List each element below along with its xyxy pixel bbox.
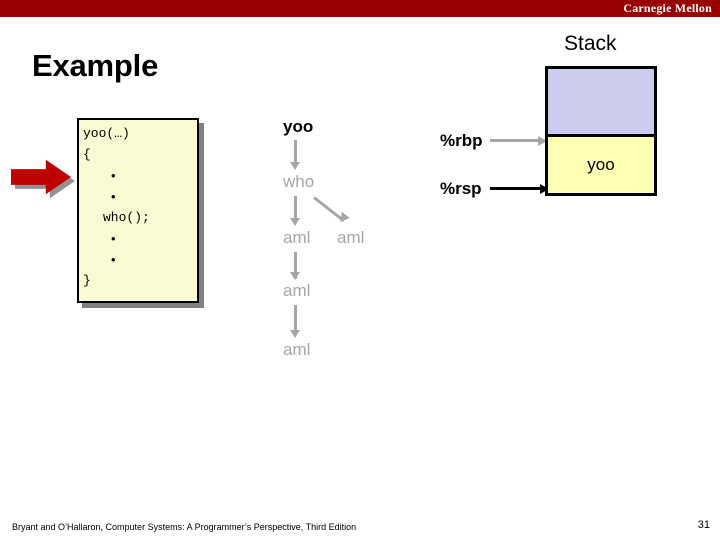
call-tree-node-aml-3: aml: [283, 340, 311, 359]
code-box: yoo(…) { who(); }: [77, 118, 199, 303]
code-bullet: [83, 228, 197, 249]
call-arrow-head-icon: [290, 218, 300, 226]
code-line: {: [83, 147, 91, 162]
register-label-rbp: %rbp: [440, 131, 483, 150]
page-title: Example: [32, 48, 159, 83]
rbp-pointer-line: [490, 139, 540, 142]
stack-diagram: yoo: [545, 66, 657, 196]
call-arrow-shaft: [294, 196, 297, 220]
code-bullet: [83, 186, 197, 207]
call-arrow-head-icon: [290, 330, 300, 338]
call-arrow-head-icon: [290, 162, 300, 170]
register-label-rsp: %rsp: [440, 179, 482, 198]
header-band: [0, 0, 720, 17]
red-pointer-arrow-icon: [11, 159, 75, 199]
stack-heading: Stack: [564, 32, 617, 55]
rsp-pointer-head-icon: [540, 184, 549, 194]
footer-citation: Bryant and O’Hallaron, Computer Systems:…: [12, 522, 357, 532]
call-tree-node-aml-2: aml: [283, 281, 311, 300]
code-line-call: who();: [103, 210, 150, 225]
code-line: }: [83, 273, 91, 288]
call-arrow-head-icon: [290, 272, 300, 280]
stack-cell-yoo: yoo: [548, 137, 654, 193]
call-tree-node-who: who: [283, 172, 315, 191]
code-bullet: [83, 249, 197, 270]
call-tree-node-yoo: yoo: [283, 117, 314, 136]
code-bullet: [83, 165, 197, 186]
call-tree-node-aml-1: aml: [283, 228, 311, 247]
rbp-pointer-head-icon: [538, 136, 547, 146]
brand-label: Carnegie Mellon: [623, 1, 712, 15]
code-line: yoo(…): [83, 126, 130, 141]
stack-cell-upper: [548, 69, 654, 137]
call-arrow-shaft: [294, 140, 297, 164]
call-arrow-shaft: [294, 305, 297, 335]
call-tree-node-aml-branch: aml: [337, 228, 365, 247]
rsp-pointer-line: [490, 187, 542, 190]
page-number: 31: [697, 519, 710, 531]
call-arrow-shaft: [294, 252, 297, 279]
